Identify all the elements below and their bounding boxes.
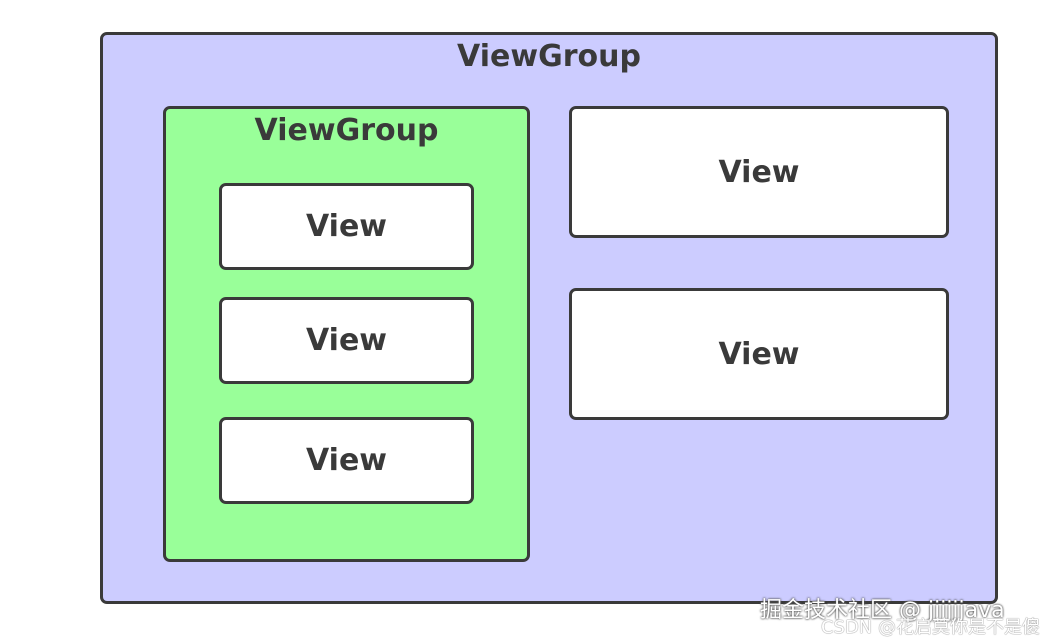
right-view-2: View <box>569 288 949 420</box>
inner-view-1: View <box>219 183 474 270</box>
inner-view-2: View <box>219 297 474 384</box>
inner-viewgroup-label: ViewGroup <box>254 113 439 148</box>
outer-viewgroup-label: ViewGroup <box>457 39 641 74</box>
watermark-juejin: 掘金技术社区 @ jjjjjjava <box>760 598 1005 623</box>
inner-view-3: View <box>219 417 474 504</box>
watermark-csdn: CSDN @花启莫你是不是傻 <box>820 617 1040 638</box>
right-view-1: View <box>569 106 949 238</box>
